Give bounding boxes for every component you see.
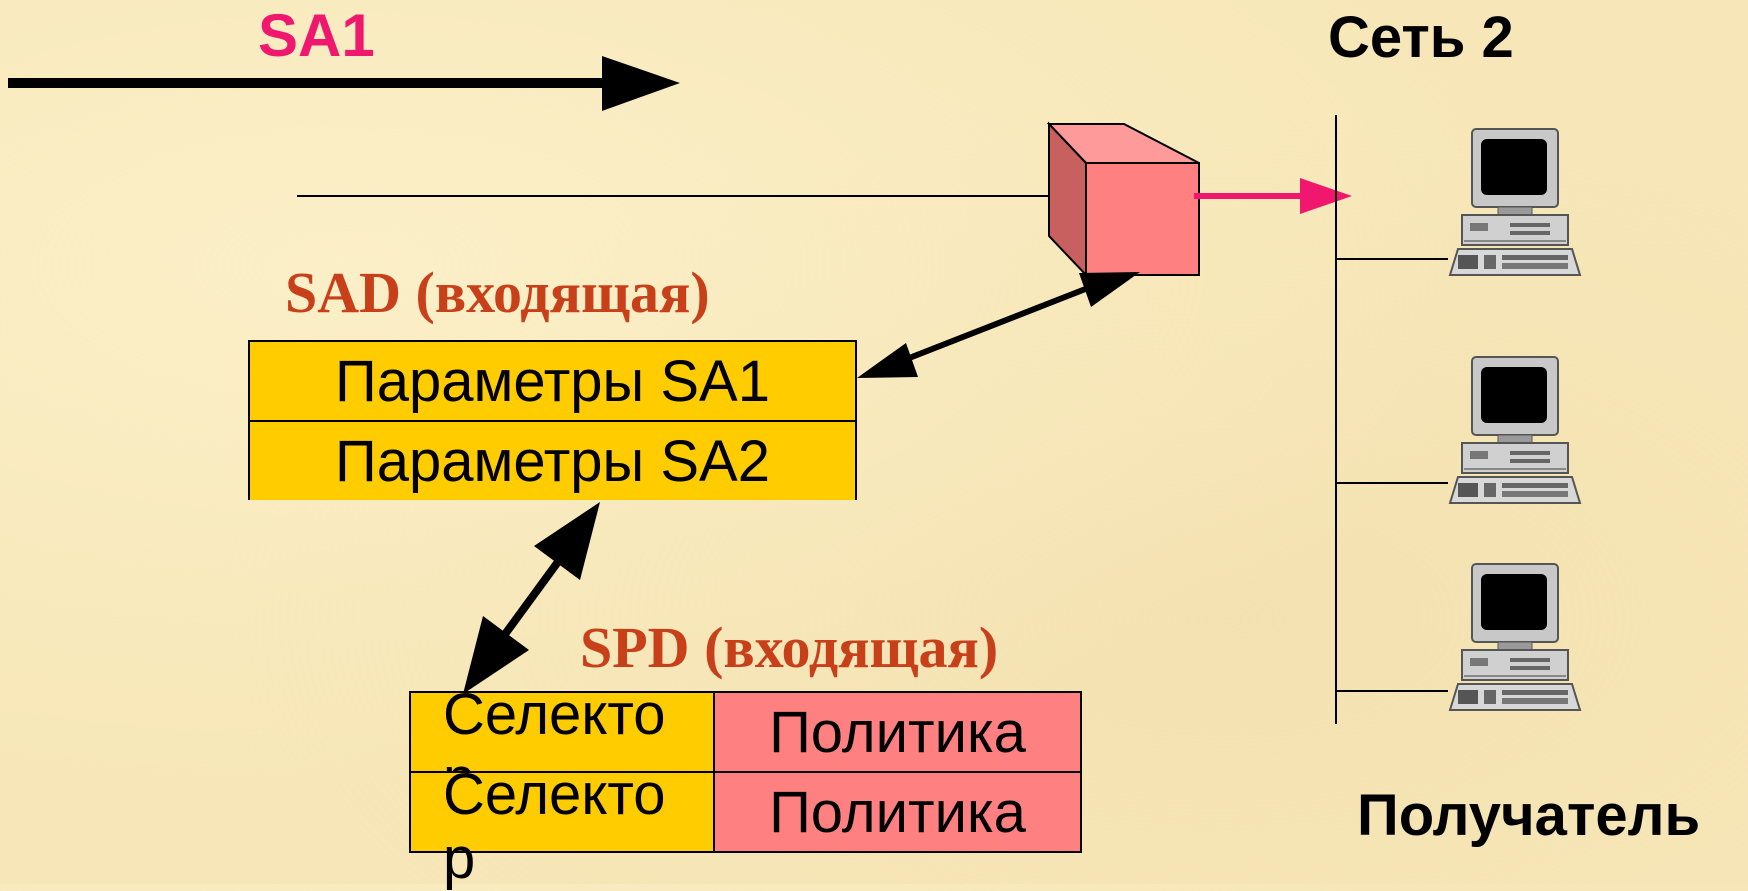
spd-policy-cell: Политика	[715, 773, 1080, 851]
sa1-arrow-head	[602, 56, 680, 111]
computer-icon	[1449, 128, 1581, 276]
cube-sad-arrow-head-sad	[857, 343, 918, 378]
sad-title: SAD (входящая)	[285, 260, 710, 325]
network-label: Сеть 2	[1328, 5, 1514, 70]
spd-policy-cell: Политика	[715, 693, 1080, 771]
spd-table: Селектор Политика Селектор Политика	[409, 683, 1082, 891]
spd-row: Селектор Политика	[411, 683, 1080, 811]
spd-selector-cell: Селектор	[411, 763, 715, 891]
sad-spd-arrow-head-spd	[463, 616, 529, 694]
spd-selector-cell: Селектор	[411, 683, 715, 811]
receiver-label: Получатель	[1357, 783, 1701, 848]
cube-sad-arrow-line	[897, 285, 1090, 365]
computer-icon	[1449, 356, 1581, 504]
computer-icon	[1449, 563, 1581, 711]
spd-selector-text: Селектор	[443, 762, 666, 891]
spd-title: SPD (входящая)	[580, 615, 999, 680]
cube-sad-arrow-head-cube	[1079, 272, 1140, 307]
sad-row-sa1: Параметры SA1	[250, 342, 855, 420]
security-gateway-cube-icon	[1046, 121, 1200, 278]
spd-row: Селектор Политика	[411, 763, 1080, 891]
sad-row-sa2: Параметры SA2	[250, 420, 855, 500]
sad-spd-arrow-head-sad	[534, 502, 600, 580]
sad-table: Параметры SA1 Параметры SA2	[248, 340, 857, 500]
sa1-label: SA1	[258, 2, 375, 69]
output-arrow-head	[1300, 178, 1352, 214]
